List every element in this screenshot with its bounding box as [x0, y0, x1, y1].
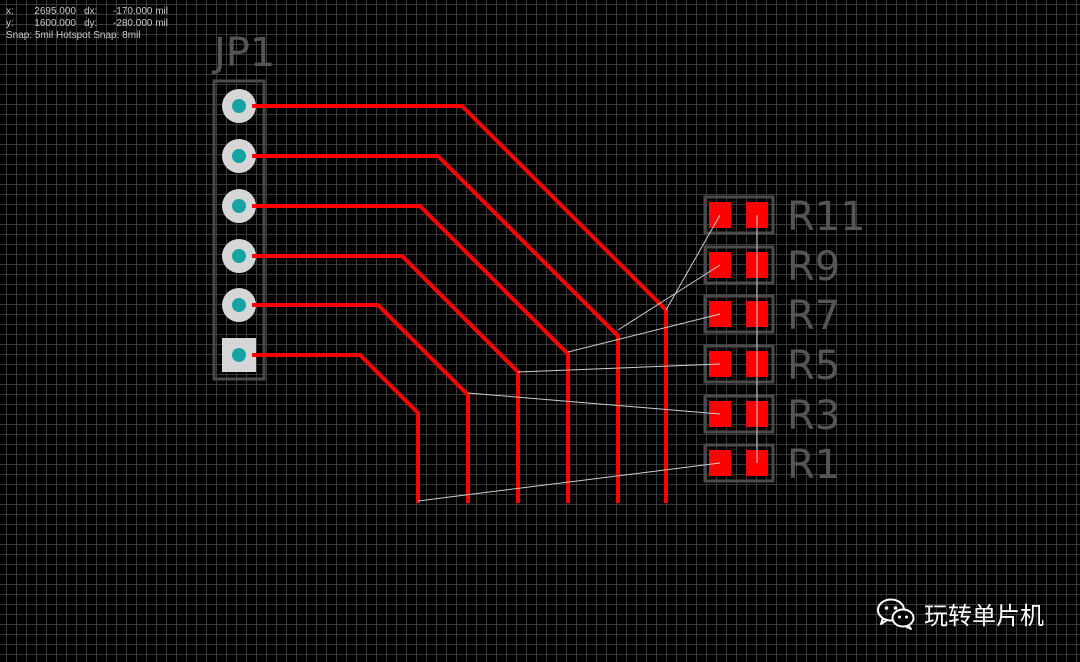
- r11-designator: R11: [787, 194, 866, 240]
- trace-2[interactable]: [252, 154, 620, 503]
- dy-value: -280.000 mil: [112, 18, 168, 29]
- resistor-r1[interactable]: R1: [703, 442, 840, 488]
- jp1-pin-2[interactable]: [222, 139, 256, 173]
- resistor-r9[interactable]: R9: [703, 244, 840, 290]
- x-value: 2695.000: [34, 6, 76, 17]
- trace-6[interactable]: [252, 353, 420, 503]
- dy-label: dy:: [84, 18, 98, 29]
- ratsnest-line: [567, 313, 721, 353]
- jp1-designator: JP1: [211, 30, 275, 76]
- jp1-pin-5[interactable]: [222, 288, 256, 322]
- jp1-outline: [212, 79, 266, 381]
- ratsnest-line: [467, 392, 721, 415]
- resistor-r11[interactable]: R11: [703, 194, 866, 240]
- resistor-r3[interactable]: R3: [703, 393, 840, 439]
- r1-designator: R1: [787, 442, 840, 488]
- dx-value: -170.000 mil: [112, 6, 168, 17]
- r3-designator: R3: [787, 393, 840, 439]
- trace-3[interactable]: [252, 204, 570, 503]
- trace-1[interactable]: [252, 104, 668, 503]
- traces: [252, 104, 668, 503]
- hud-snap: Snap: 5mil Hotspot Snap: 8mil: [6, 30, 141, 41]
- resistor-r7[interactable]: R7: [703, 293, 840, 339]
- resistor-r5[interactable]: R5: [703, 343, 840, 389]
- jp1-pin-3[interactable]: [222, 189, 256, 223]
- r9-designator: R9: [787, 244, 840, 290]
- ratsnest: [417, 214, 758, 502]
- jp1-pin-1[interactable]: [222, 89, 256, 123]
- trace-5[interactable]: [252, 303, 470, 503]
- ratsnest-line: [517, 363, 721, 373]
- ratsnest-line: [417, 462, 721, 502]
- hud-row-y: y: 1600.000 dy: -280.000 mil: [6, 18, 172, 30]
- r7-designator: R7: [787, 293, 840, 339]
- hud-row-x: x: 2695.000 dx: -170.000 mil: [6, 6, 172, 18]
- watermark: 玩转单片机: [876, 596, 1044, 631]
- y-label: y:: [6, 18, 14, 29]
- ratsnest-line: [617, 264, 721, 331]
- wechat-icon: [877, 598, 915, 630]
- y-value: 1600.000: [34, 18, 76, 29]
- r5-designator: R5: [787, 343, 840, 389]
- jp1-pin-6[interactable]: [222, 338, 256, 372]
- trace-4[interactable]: [252, 254, 520, 503]
- dx-label: dx:: [84, 6, 98, 17]
- coordinate-hud: x: 2695.000 dx: -170.000 mil y: 1600.000 dy: -…: [6, 6, 172, 42]
- x-label: x:: [6, 6, 14, 17]
- watermark-text: 玩转单片机: [924, 602, 1044, 630]
- jp1-header[interactable]: JP1: [211, 30, 275, 381]
- jp1-pin-4[interactable]: [222, 239, 256, 273]
